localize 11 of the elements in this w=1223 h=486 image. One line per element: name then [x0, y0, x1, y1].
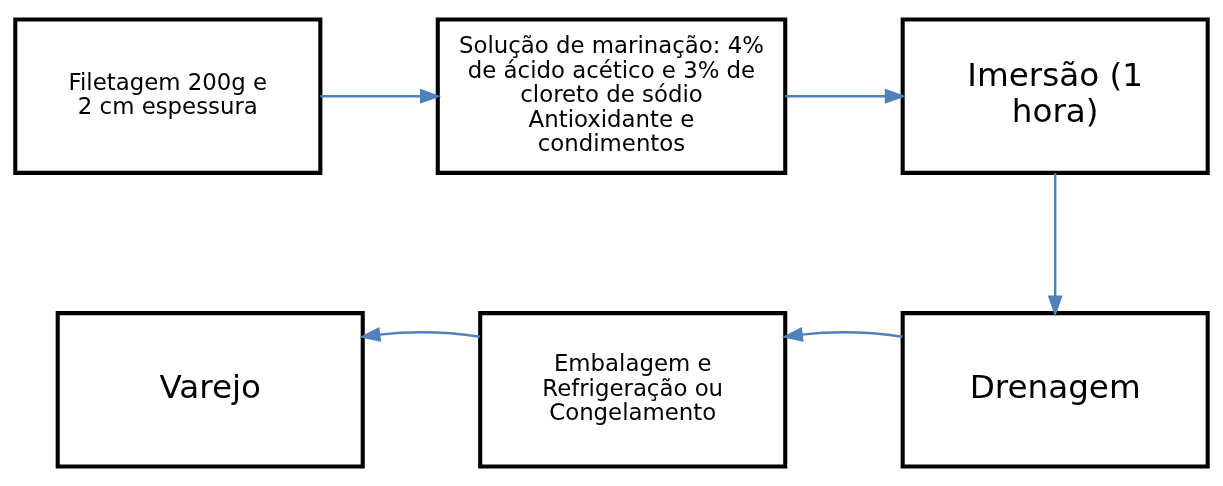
arrow	[359, 327, 481, 342]
arrow	[785, 88, 906, 104]
node-box: Solução de marinação: 4% de ácido acético e 3% de cloreto de sódio Antioxidante e condimentos	[435, 17, 788, 175]
node-box: Filetagem 200g e 2 cm espessura	[13, 17, 323, 175]
node-box: Varejo	[55, 311, 365, 469]
node-box: Drenagem	[900, 311, 1210, 469]
arrow	[320, 88, 442, 104]
arrow	[781, 327, 903, 342]
arrow	[1047, 173, 1063, 317]
node-box: Imersão (1 hora)	[900, 17, 1210, 175]
node-box: Embalagem e Refrigeração ou Congelamento	[478, 311, 788, 469]
